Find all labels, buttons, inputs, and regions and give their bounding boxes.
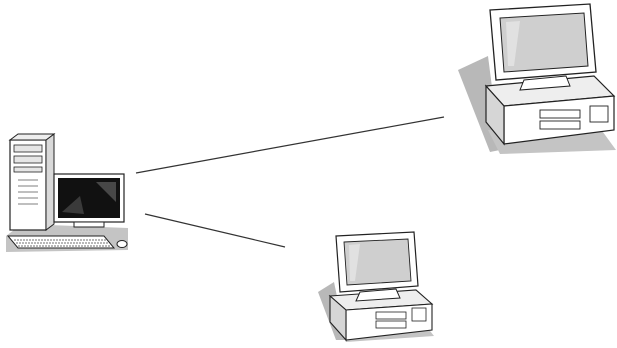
link-workstation-to-small-computer [145, 214, 285, 247]
link-workstation-to-large-computer [136, 117, 444, 173]
tower-computer-icon [6, 134, 128, 252]
desktop-computer-icon [458, 4, 616, 154]
desktop-computer-icon [318, 232, 434, 342]
